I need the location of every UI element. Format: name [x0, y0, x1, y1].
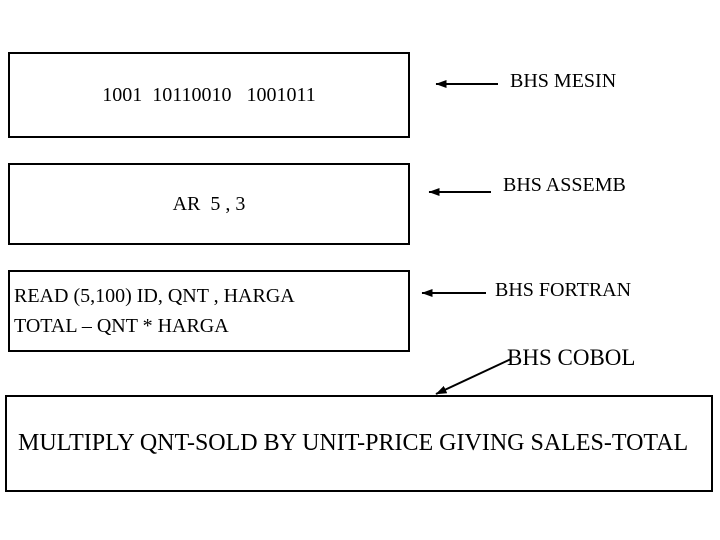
- assembly-language-label: BHS ASSEMB: [503, 174, 626, 196]
- assembly-language-box: AR 5 , 3: [8, 163, 410, 245]
- cobol-code-text: MULTIPLY QNT-SOLD BY UNIT-PRICE GIVING S…: [18, 430, 689, 456]
- fortran-code-line-1: READ (5,100) ID, QNT , HARGA: [14, 285, 295, 307]
- fortran-code-line-2: TOTAL – QNT * HARGA: [14, 315, 229, 337]
- fortran-box: READ (5,100) ID, QNT , HARGA TOTAL – QNT…: [8, 270, 410, 352]
- machine-language-label: BHS MESIN: [510, 70, 617, 92]
- machine-language-box: 1001 10110010 1001011: [8, 52, 410, 138]
- machine-code-text: 1001 10110010 1001011: [102, 83, 316, 106]
- cobol-box: MULTIPLY QNT-SOLD BY UNIT-PRICE GIVING S…: [5, 395, 713, 492]
- cobol-label: BHS COBOL: [507, 345, 636, 370]
- cobol-arrow: [435, 358, 512, 395]
- fortran-label: BHS FORTRAN: [495, 279, 632, 301]
- assembly-code-text: AR 5 , 3: [172, 192, 246, 215]
